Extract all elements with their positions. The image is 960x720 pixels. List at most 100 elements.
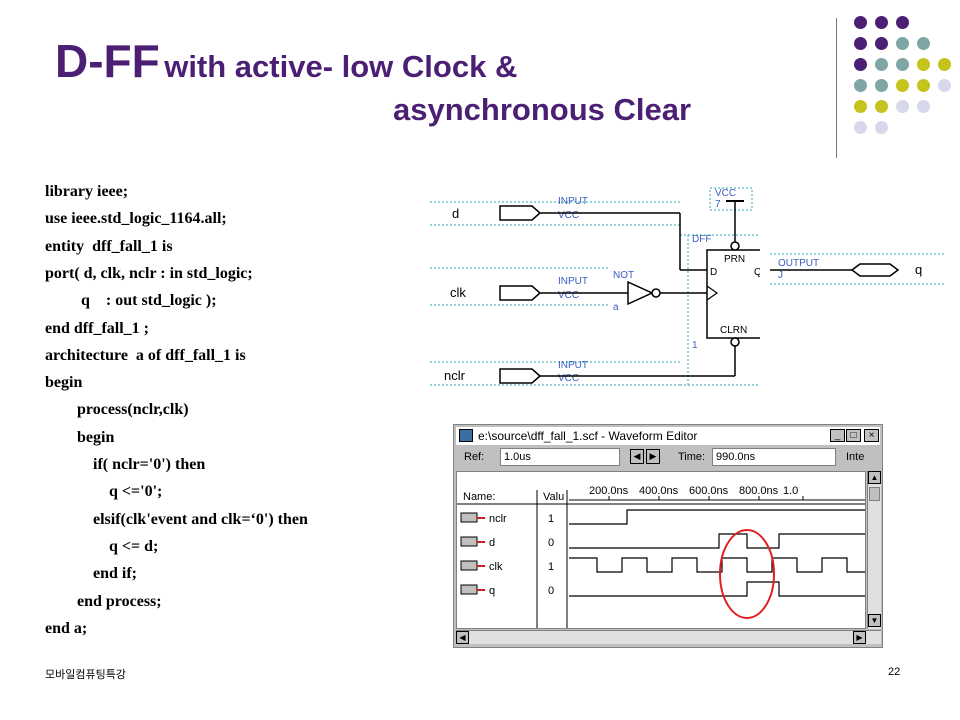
decorative-dot bbox=[938, 79, 951, 92]
code-line: use ieee.std_logic_1164.all; bbox=[45, 210, 227, 228]
ref-label: Ref: bbox=[464, 451, 485, 463]
decorative-dot bbox=[917, 100, 930, 113]
code-line: begin bbox=[45, 374, 83, 392]
time-label: Time: bbox=[678, 451, 706, 463]
decorative-dot bbox=[896, 37, 909, 50]
code-line: process(nclr,clk) bbox=[45, 401, 189, 419]
title-subtitle-1: with active- low Clock & bbox=[164, 49, 518, 84]
code-line: begin bbox=[45, 428, 115, 446]
signal-pin-icon bbox=[460, 512, 485, 523]
ref-input[interactable]: 1.0us bbox=[500, 448, 620, 466]
dff-block: DFF PRN D Q CLRN 1 bbox=[692, 234, 760, 351]
signal-pin-icon bbox=[460, 560, 485, 571]
interval-label: Inte bbox=[846, 451, 865, 463]
time-tick-label: 200.0ns bbox=[589, 485, 629, 497]
signal-name: clk bbox=[489, 561, 503, 573]
decorative-dot bbox=[875, 37, 888, 50]
dff-prn-label: PRN bbox=[724, 254, 745, 265]
dff-num: 1 bbox=[692, 340, 698, 351]
input-d-sub: VCC bbox=[558, 210, 579, 221]
decorative-dot bbox=[875, 16, 888, 29]
code-line: architecture a of dff_fall_1 is bbox=[45, 346, 246, 364]
time-tick-label: 600.0ns bbox=[689, 485, 729, 497]
schematic-guide-lines bbox=[430, 187, 760, 386]
output-tag: OUTPUT bbox=[778, 258, 819, 269]
scroll-down-button[interactable]: ▼ bbox=[868, 614, 881, 627]
nav-right-button[interactable]: ▶ bbox=[646, 449, 660, 464]
code-line: library ieee; bbox=[45, 183, 129, 200]
nav-left-button[interactable]: ◀ bbox=[630, 449, 644, 464]
decorative-dot bbox=[854, 37, 867, 50]
footer-course-name: 모바일컴퓨팅특강 bbox=[45, 668, 126, 681]
signal-value: 1 bbox=[548, 561, 554, 573]
vcc-num: 7 bbox=[715, 199, 721, 210]
signal-waveform bbox=[569, 581, 865, 597]
slide-title-line-2: asynchronous Clear bbox=[393, 92, 692, 127]
vertical-scrollbar[interactable]: ▲ ▼ bbox=[867, 471, 881, 629]
dff-q-label: Q bbox=[754, 267, 760, 278]
decorative-dot bbox=[875, 121, 888, 134]
output-num: J bbox=[778, 270, 783, 281]
scroll-thumb[interactable] bbox=[869, 487, 880, 501]
decorative-dot bbox=[875, 58, 888, 71]
output-label: q bbox=[915, 262, 922, 277]
input-nclr-sub: VCC bbox=[558, 373, 579, 384]
not-gate-label: NOT bbox=[613, 270, 634, 281]
signal-value: 0 bbox=[548, 537, 554, 549]
decorative-dot bbox=[854, 79, 867, 92]
page-number: 22 bbox=[888, 666, 901, 678]
decorative-divider bbox=[836, 18, 837, 158]
input-nclr-label: nclr bbox=[444, 368, 466, 383]
minimize-button[interactable]: _ bbox=[830, 429, 845, 442]
dff-clrn-label: CLRN bbox=[720, 325, 747, 336]
waveform-titlebar: e:\source\dff_fall_1.scf - Waveform Edit… bbox=[456, 427, 880, 445]
code-line: q : out std_logic ); bbox=[45, 292, 217, 310]
code-line: entity dff_fall_1 is bbox=[45, 237, 173, 255]
input-clk-tag: INPUT bbox=[558, 276, 588, 287]
signal-value: 0 bbox=[548, 585, 554, 597]
time-tick-label: 800.0ns bbox=[739, 485, 779, 497]
dff-label: DFF bbox=[692, 234, 711, 245]
not-gate-sub: a bbox=[613, 302, 619, 313]
highlight-ellipse bbox=[719, 529, 775, 619]
signal-pin-icon bbox=[460, 584, 485, 595]
decorative-dot bbox=[917, 37, 930, 50]
time-input[interactable]: 990.0ns bbox=[712, 448, 836, 466]
decorative-dot bbox=[896, 58, 909, 71]
name-column-header: Name: bbox=[463, 491, 495, 503]
signal-waveform bbox=[569, 533, 865, 549]
scroll-left-button[interactable]: ◀ bbox=[456, 631, 469, 644]
time-tick-label: 1.0 bbox=[783, 485, 798, 497]
input-d-tag: INPUT bbox=[558, 196, 588, 207]
input-pin-clk: INPUT VCC clk bbox=[450, 276, 588, 301]
code-line: end process; bbox=[45, 592, 162, 610]
code-line: elsif(clk'event and clk=‘0') then bbox=[45, 510, 308, 528]
scroll-up-button[interactable]: ▲ bbox=[868, 471, 881, 484]
not-gate: NOT a bbox=[613, 270, 661, 313]
decorative-dot bbox=[896, 79, 909, 92]
decorative-dot bbox=[896, 16, 909, 29]
input-clk-sub: VCC bbox=[558, 290, 579, 301]
decorative-dot bbox=[854, 16, 867, 29]
waveform-toolbar: Ref: 1.0us ◀ ▶ Time: 990.0ns Inte bbox=[456, 447, 880, 469]
close-button[interactable]: × bbox=[864, 429, 879, 442]
vcc-label: VCC bbox=[715, 188, 736, 199]
horizontal-scrollbar[interactable]: ◀ ▶ bbox=[456, 630, 881, 644]
dff-schematic: INPUT VCC d INPUT VCC clk INPUT VCC nclr… bbox=[430, 187, 760, 386]
maximize-button[interactable]: □ bbox=[846, 429, 861, 442]
signal-waveform bbox=[569, 557, 865, 573]
scroll-right-button[interactable]: ▶ bbox=[853, 631, 866, 644]
decorative-dot bbox=[875, 100, 888, 113]
input-pin-d: INPUT VCC d bbox=[452, 196, 588, 221]
signal-waveform bbox=[569, 509, 865, 525]
slide-title-line-1: D-FF with active- low Clock & bbox=[55, 34, 517, 88]
code-line: end dff_fall_1 ; bbox=[45, 319, 149, 337]
input-d-label: d bbox=[452, 206, 459, 221]
code-line: q <= d; bbox=[45, 537, 159, 555]
code-line: q <='0'; bbox=[45, 483, 163, 501]
output-pin: OUTPUT J q bbox=[770, 253, 946, 285]
dff-d-label: D bbox=[710, 267, 717, 278]
